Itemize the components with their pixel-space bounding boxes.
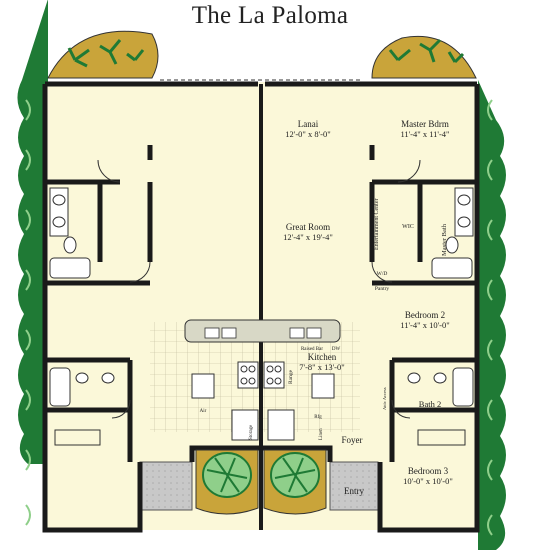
walkway-right: [329, 461, 379, 511]
entry-planter-right: [263, 449, 327, 515]
storage-label: Storage: [249, 424, 254, 440]
entry-planter-left: [195, 449, 259, 515]
bath-fixtures: [49, 187, 474, 407]
planter-top-left: [47, 30, 159, 79]
great-room-name: Great Room: [286, 222, 330, 232]
bedroom3-name: Bedroom 3: [408, 466, 449, 476]
master-bdrm-name: Master Bdrm: [401, 119, 449, 129]
wic-label: WIC: [402, 224, 414, 230]
left-hedge: [17, 0, 48, 526]
raised-bar: [184, 319, 341, 343]
door-swings: [54, 159, 466, 446]
foyer-label: Foyer: [342, 435, 363, 445]
bath2-label: Bath 2: [419, 399, 441, 409]
kitchen-appliances: [191, 361, 335, 441]
planter-top-right: [371, 35, 477, 79]
walls: [42, 81, 480, 533]
bedroom3-dims: 10'-0" x 10'-0": [403, 476, 453, 486]
walkway-left: [139, 461, 193, 511]
master-bath-label: Master Bath: [441, 223, 448, 256]
master-bdrm-dims: 11'-4" x 11'-4": [400, 129, 449, 139]
right-hedge: [478, 80, 506, 550]
linen-label: Linen: [319, 428, 324, 440]
kitchen-name: Kitchen: [308, 352, 337, 362]
range-label: Range: [288, 369, 294, 384]
bedroom2-dims: 11'-4" x 10'-0": [400, 320, 449, 330]
plan-title: The La Paloma: [191, 2, 349, 29]
bedroom2-name: Bedroom 2: [405, 310, 445, 320]
entertainment-center-label: Entertainment Center: [374, 199, 380, 250]
great-room-dims: 12'-4" x 19'-4": [283, 232, 333, 242]
rfg-label: Rfg: [314, 415, 322, 420]
lanai-name: Lanai: [298, 119, 319, 129]
wd-label: W/D: [377, 271, 388, 277]
air-label: Air: [200, 409, 207, 414]
attic-access-label: Attic Access: [382, 387, 387, 410]
lanai-dims: 12'-0" x 8'-0": [285, 129, 330, 139]
pantry-label: Pantry: [375, 286, 390, 292]
dw-label: DW: [332, 347, 341, 352]
kitchen-dims: 7'-8" x 13'-0": [299, 362, 344, 372]
entry-label: Entry: [344, 486, 364, 496]
raised-bar-label: Raised Bar: [301, 347, 323, 352]
